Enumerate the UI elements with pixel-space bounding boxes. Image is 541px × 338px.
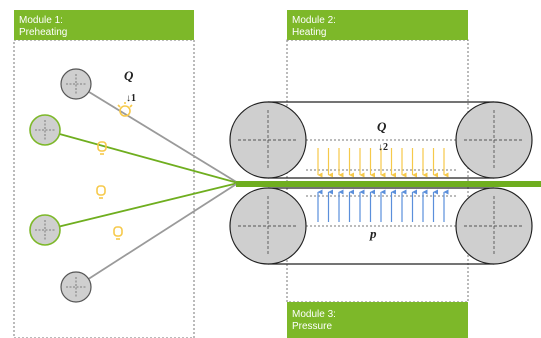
q2-subscript: ↓2 bbox=[378, 142, 388, 153]
spool-lower-green bbox=[29, 214, 61, 246]
q2-symbol: Q bbox=[377, 119, 387, 134]
module-3-pressure: Module 3: Pressure bbox=[287, 302, 468, 338]
feed-line-upper-green bbox=[44, 129, 239, 184]
lightbulb-icon bbox=[97, 141, 107, 155]
heating-zone-guides bbox=[306, 139, 457, 227]
feed-line-top bbox=[75, 83, 239, 184]
feed-lines bbox=[44, 83, 239, 288]
module-2-title: Module 2: bbox=[292, 15, 336, 26]
lower-belt bbox=[268, 187, 494, 265]
roller-bottom-left bbox=[229, 187, 307, 265]
lightbulb-icon bbox=[113, 226, 123, 240]
roller-bottom-right bbox=[455, 187, 533, 265]
module-1-title: Module 1: bbox=[19, 15, 63, 26]
pressure-arrows bbox=[317, 189, 449, 222]
module-1-header bbox=[14, 10, 194, 40]
heat-flux-arrows bbox=[317, 148, 449, 178]
module-2-heating: Module 2: Heating bbox=[286, 10, 469, 303]
module-2-header bbox=[287, 10, 468, 40]
module-1-subtitle: Preheating bbox=[19, 27, 67, 38]
pressure-symbol: p bbox=[369, 226, 377, 241]
module-3-subtitle: Pressure bbox=[292, 321, 332, 332]
roller-top-left bbox=[229, 101, 307, 179]
module-3-header bbox=[287, 302, 468, 338]
roller-top-right bbox=[455, 101, 533, 179]
q1-symbol: Q bbox=[124, 68, 134, 83]
spool-upper-green bbox=[29, 114, 61, 146]
consolidated-tape bbox=[236, 181, 541, 187]
upper-belt bbox=[268, 101, 494, 179]
lightbulb-icon bbox=[117, 102, 133, 117]
spool-bottom bbox=[60, 271, 92, 303]
module-2-subtitle: Heating bbox=[292, 27, 326, 38]
feed-line-lower-green bbox=[44, 182, 239, 231]
feed-line-bottom bbox=[75, 182, 239, 288]
q1-subscript: ↓1 bbox=[126, 93, 136, 104]
spool-top bbox=[60, 68, 92, 100]
lightbulb-icon bbox=[96, 185, 106, 199]
module-3-title: Module 3: bbox=[292, 309, 336, 320]
module-1-preheating: Module 1: Preheating bbox=[13, 10, 195, 338]
